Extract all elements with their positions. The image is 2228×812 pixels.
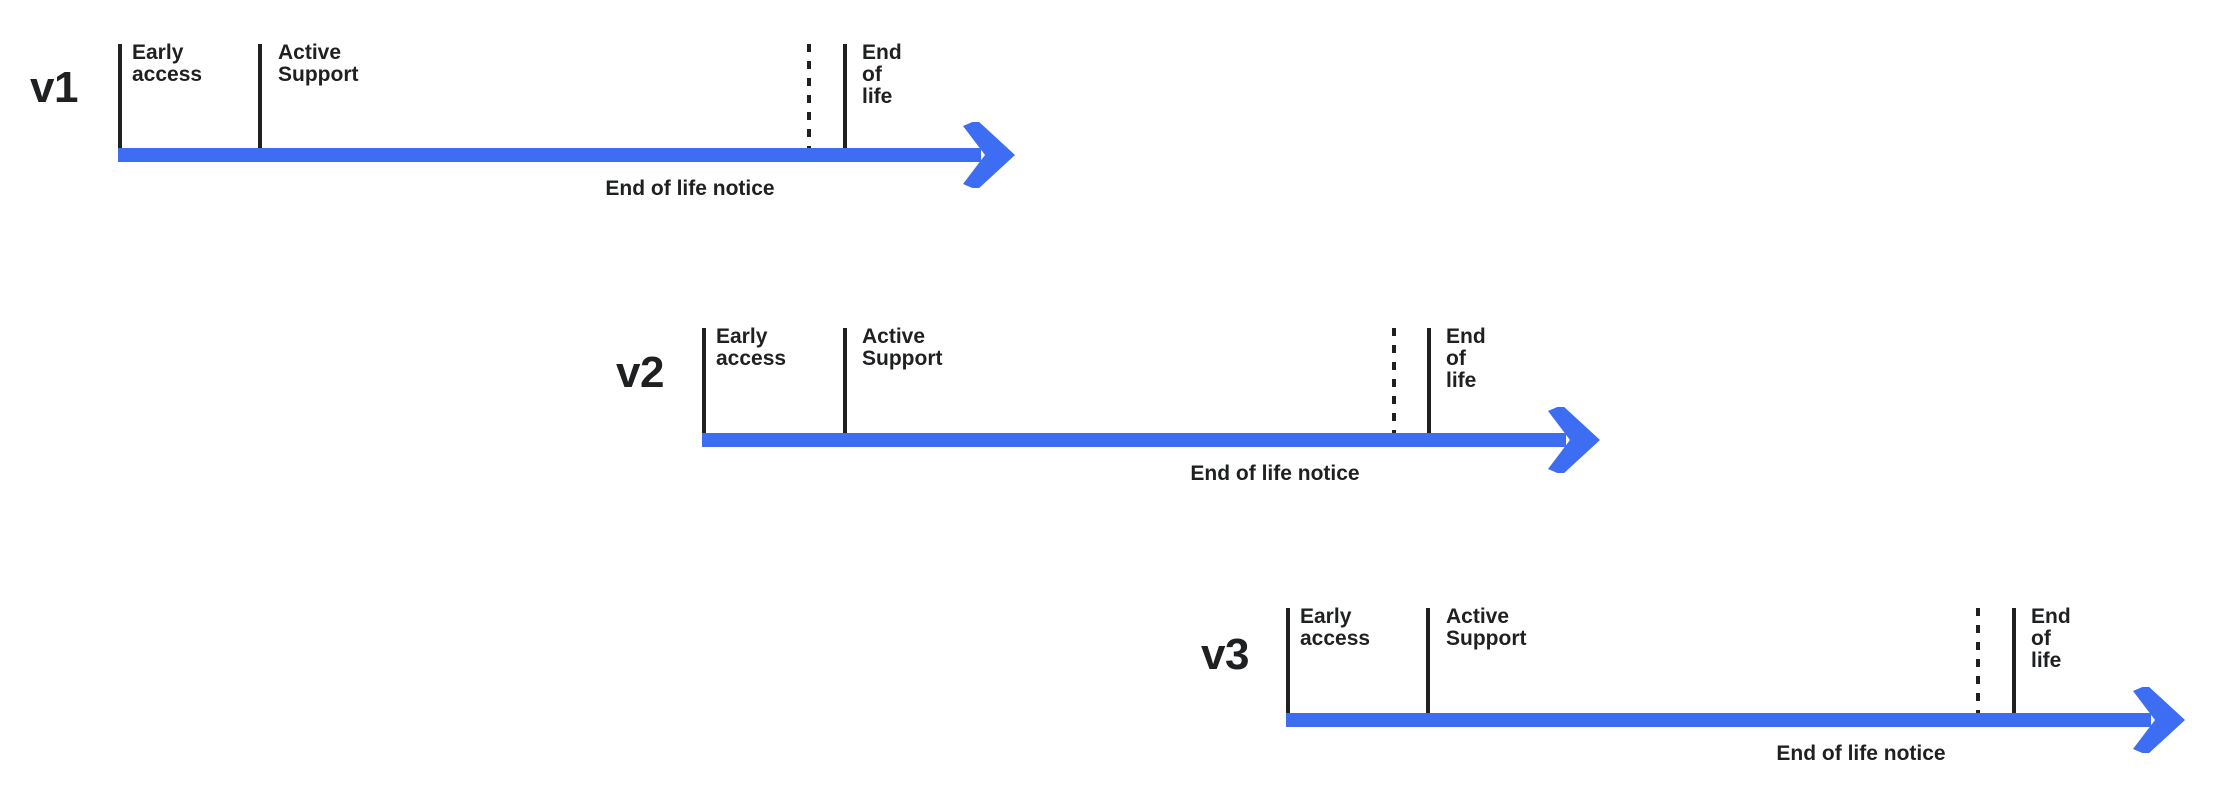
end-of-life-notice-label: End of life notice bbox=[605, 177, 775, 200]
phase-label: End of life bbox=[862, 41, 902, 108]
phase-divider bbox=[258, 44, 262, 150]
arrow-icon bbox=[1286, 687, 2185, 753]
phase-label: Early access bbox=[716, 325, 787, 370]
end-of-life-notice-label: End of life notice bbox=[1776, 742, 1946, 765]
phase-divider bbox=[118, 44, 122, 150]
phase-label: End of life bbox=[2031, 605, 2071, 672]
phase-divider bbox=[1286, 608, 1290, 715]
phase-label: Active Support bbox=[862, 325, 943, 370]
phase-label: Early access bbox=[132, 41, 203, 86]
end-of-life-notice-label: End of life notice bbox=[1190, 462, 1360, 485]
phase-label: Early access bbox=[1300, 605, 1371, 650]
timeline-arrow bbox=[702, 407, 1604, 473]
phase-divider bbox=[843, 328, 847, 435]
version-label-v2: v2 bbox=[616, 348, 664, 397]
phase-divider-dashed bbox=[807, 44, 811, 150]
phase-divider bbox=[702, 328, 706, 435]
phase-divider-dashed bbox=[1392, 328, 1396, 435]
phase-divider-dashed bbox=[1976, 608, 1980, 715]
phase-divider bbox=[1427, 328, 1431, 435]
phase-divider bbox=[2012, 608, 2016, 715]
timeline-arrow bbox=[1286, 687, 2189, 753]
phase-label: Active Support bbox=[278, 41, 359, 86]
phase-label: Active Support bbox=[1446, 605, 1527, 650]
phase-divider bbox=[1426, 608, 1430, 715]
arrow-icon bbox=[702, 407, 1600, 473]
phase-label: End of life bbox=[1446, 325, 1486, 392]
phase-divider bbox=[843, 44, 847, 150]
version-label-v1: v1 bbox=[30, 63, 78, 112]
arrow-icon bbox=[118, 122, 1015, 188]
timeline-arrow bbox=[118, 122, 1019, 188]
version-label-v3: v3 bbox=[1201, 630, 1249, 679]
